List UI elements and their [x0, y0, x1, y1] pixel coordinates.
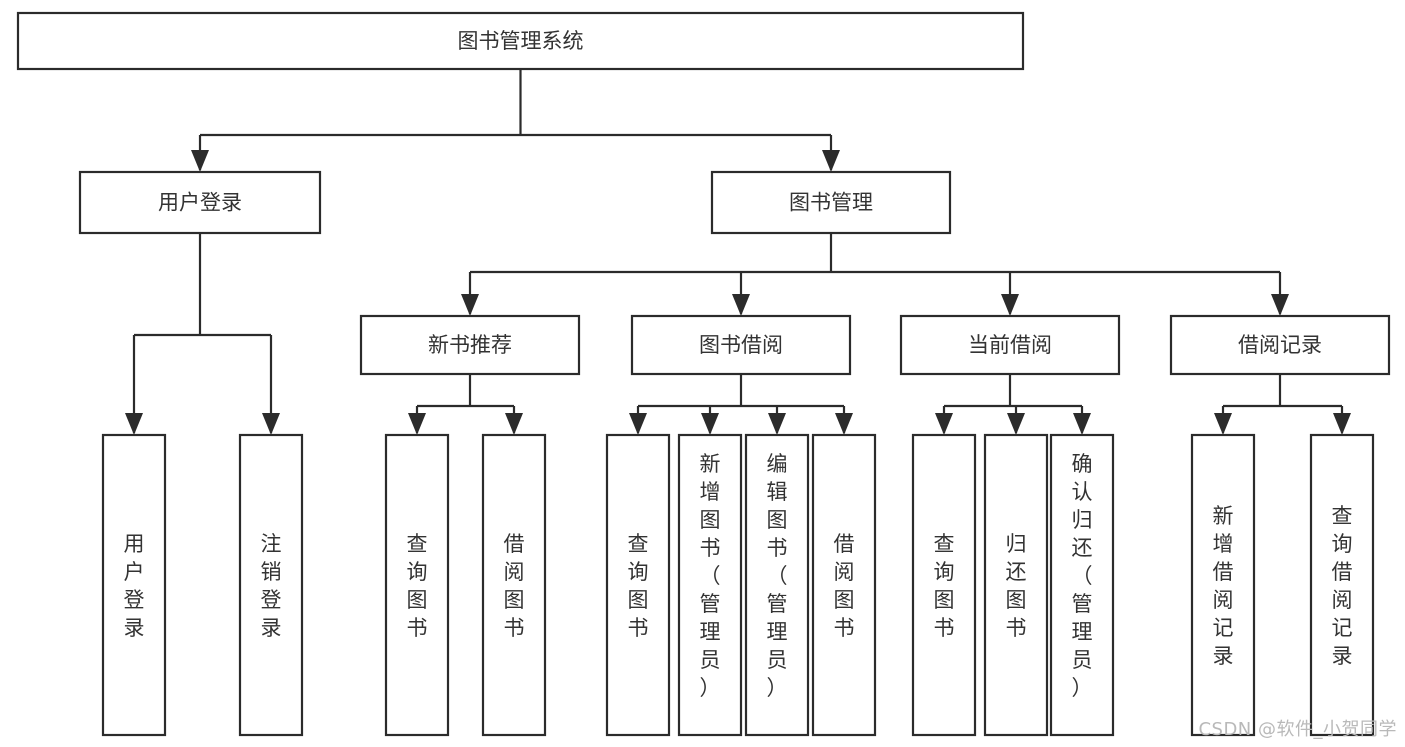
arrow-head-icon	[835, 413, 853, 435]
leaf-借阅图书[interactable]: 借阅图书	[481, 433, 547, 737]
leaf-用户登录-label: 用户登录	[124, 532, 145, 640]
root-图书管理系统[interactable]: 图书管理系统	[16, 11, 1025, 71]
leaf-查询图书-box[interactable]	[911, 433, 977, 737]
arrow-head-icon	[629, 413, 647, 435]
arrow-head-icon	[822, 150, 840, 172]
leaf-借阅图书-box[interactable]	[481, 433, 547, 737]
leaf-归还图书-label: 归还图书	[1006, 532, 1027, 640]
leaf-查询借阅记录-box[interactable]	[1309, 433, 1375, 737]
leaf-查询图书-box[interactable]	[605, 433, 671, 737]
leaf-编辑图书管理员[interactable]: 编辑图书（管理员）	[744, 433, 810, 737]
level3-借阅记录-label: 借阅记录	[1238, 333, 1322, 357]
level3-当前借阅-box[interactable]	[899, 314, 1121, 376]
leaf-借阅图书-label: 借阅图书	[834, 532, 855, 640]
arrow-head-icon	[408, 413, 426, 435]
arrow-head-icon	[1073, 413, 1091, 435]
leaf-编辑图书管理员-box[interactable]	[744, 433, 810, 737]
csdn-watermark: CSDN @软件_小贺同学	[1198, 719, 1397, 740]
leaf-编辑图书管理员-label: 编辑图书（管理员）	[767, 452, 788, 700]
connectors-layer	[125, 69, 1351, 435]
arrow-head-icon	[1214, 413, 1232, 435]
arrow-head-icon	[505, 413, 523, 435]
leaf-确认归还管理员-label: 确认归还（管理员）	[1072, 452, 1093, 700]
leaf-借阅图书-label: 借阅图书	[504, 532, 525, 640]
level3-新书推荐-label: 新书推荐	[428, 333, 512, 357]
leaf-查询借阅记录[interactable]: 查询借阅记录	[1309, 433, 1375, 737]
level3-新书推荐[interactable]: 新书推荐	[359, 314, 581, 376]
level2-用户登录-box[interactable]	[78, 170, 322, 235]
leaf-归还图书-box[interactable]	[983, 433, 1049, 737]
leaf-注销登录[interactable]: 注销登录	[238, 433, 304, 737]
arrow-head-icon	[1007, 413, 1025, 435]
level3-当前借阅-label: 当前借阅	[968, 333, 1052, 357]
leaf-新增借阅记录-label: 新增借阅记录	[1213, 504, 1234, 668]
level3-借阅记录-box[interactable]	[1169, 314, 1391, 376]
leaf-归还图书[interactable]: 归还图书	[983, 433, 1049, 737]
leaf-查询借阅记录-label: 查询借阅记录	[1332, 504, 1353, 668]
leaf-用户登录[interactable]: 用户登录	[101, 433, 167, 737]
level2-图书管理[interactable]: 图书管理	[710, 170, 952, 235]
level2-图书管理-box[interactable]	[710, 170, 952, 235]
leaf-查询图书-label: 查询图书	[628, 532, 649, 640]
level3-当前借阅[interactable]: 当前借阅	[899, 314, 1121, 376]
leaf-查询图书-box[interactable]	[384, 433, 450, 737]
leaf-借阅图书[interactable]: 借阅图书	[811, 433, 877, 737]
leaf-查询图书-label: 查询图书	[934, 532, 955, 640]
level2-图书管理-label: 图书管理	[789, 191, 873, 215]
arrow-head-icon	[1333, 413, 1351, 435]
arrow-head-icon	[125, 413, 143, 435]
level3-图书借阅-box[interactable]	[630, 314, 852, 376]
arrow-head-icon	[732, 294, 750, 316]
leaf-用户登录-box[interactable]	[101, 433, 167, 737]
leaf-借阅图书-box[interactable]	[811, 433, 877, 737]
leaf-新增借阅记录-box[interactable]	[1190, 433, 1256, 737]
arrow-head-icon	[701, 413, 719, 435]
arrow-head-icon	[1271, 294, 1289, 316]
leaf-查询图书[interactable]: 查询图书	[605, 433, 671, 737]
arrow-head-icon	[262, 413, 280, 435]
leaf-查询图书[interactable]: 查询图书	[384, 433, 450, 737]
leaf-确认归还管理员[interactable]: 确认归还（管理员）	[1049, 433, 1115, 737]
level3-图书借阅-label: 图书借阅	[699, 333, 783, 357]
arrow-head-icon	[768, 413, 786, 435]
leaf-查询图书[interactable]: 查询图书	[911, 433, 977, 737]
level3-新书推荐-box[interactable]	[359, 314, 581, 376]
arrow-head-icon	[461, 294, 479, 316]
leaf-新增图书管理员-label: 新增图书（管理员）	[700, 452, 721, 700]
root-图书管理系统-label: 图书管理系统	[458, 29, 584, 53]
nodes-layer: 图书管理系统用户登录图书管理新书推荐图书借阅当前借阅借阅记录用户登录注销登录查询…	[16, 11, 1391, 737]
leaf-新增图书管理员-box[interactable]	[677, 433, 743, 737]
arrow-head-icon	[1001, 294, 1019, 316]
leaf-新增借阅记录[interactable]: 新增借阅记录	[1190, 433, 1256, 737]
leaf-确认归还管理员-box[interactable]	[1049, 433, 1115, 737]
leaf-新增图书管理员[interactable]: 新增图书（管理员）	[677, 433, 743, 737]
root-图书管理系统-box[interactable]	[16, 11, 1025, 71]
arrow-head-icon	[935, 413, 953, 435]
leaf-注销登录-box[interactable]	[238, 433, 304, 737]
level2-用户登录-label: 用户登录	[158, 191, 242, 215]
leaf-注销登录-label: 注销登录	[261, 532, 282, 640]
level2-用户登录[interactable]: 用户登录	[78, 170, 322, 235]
level3-图书借阅[interactable]: 图书借阅	[630, 314, 852, 376]
leaf-查询图书-label: 查询图书	[407, 532, 428, 640]
level3-借阅记录[interactable]: 借阅记录	[1169, 314, 1391, 376]
arrow-head-icon	[191, 150, 209, 172]
